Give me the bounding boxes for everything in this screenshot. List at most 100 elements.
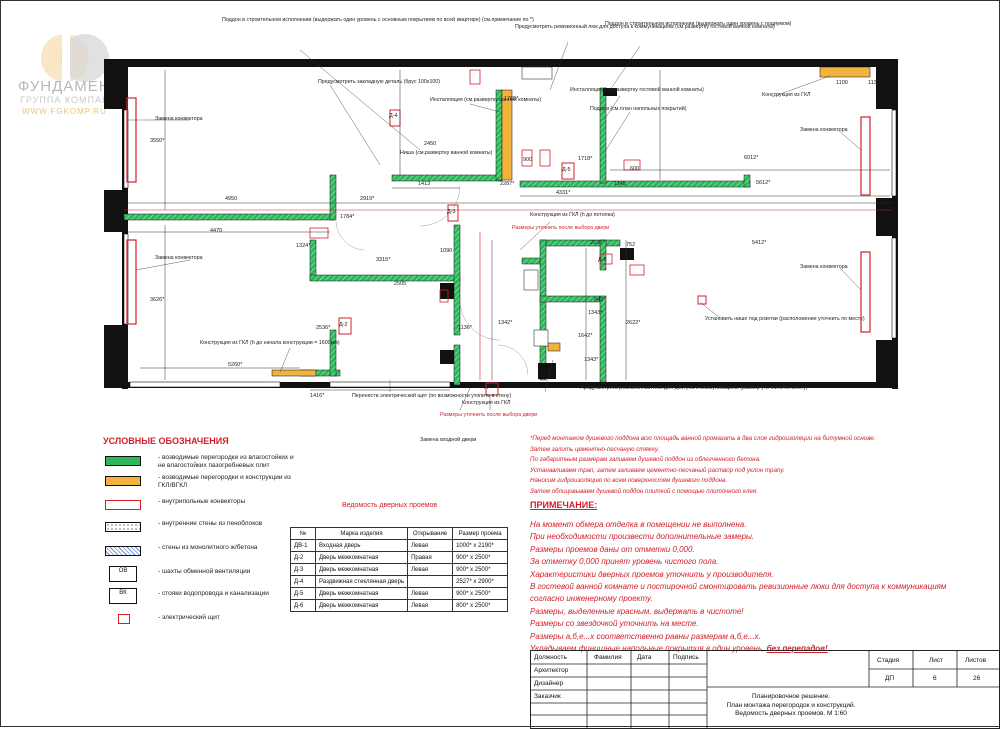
legend-item: - возводимые перегородки из влагостойких…: [100, 454, 300, 470]
legend-text: - внутрипольные конвекторы: [158, 498, 246, 505]
dim-label: 1784*: [340, 214, 355, 220]
table-cell: 800* х 2500*: [452, 599, 509, 612]
door-tag: Д-4: [389, 113, 398, 119]
plan-callout-12: Замена конвектора: [800, 264, 848, 270]
dim-label: 1642*: [578, 333, 593, 339]
plan-callout-11: Замена конвектора: [155, 255, 203, 261]
legend-swatch-water-risers: ВК: [109, 588, 137, 604]
legend-swatch-foam-block: [105, 522, 141, 532]
legend-text: - внутренние стены из пеноблоков: [158, 520, 263, 527]
table-cell: Д-2: [290, 551, 316, 564]
table-cell: Левая: [407, 539, 454, 552]
door-table-title: Ведомость дверных проемов: [342, 502, 438, 509]
note-line: Размеры, выделенные красным, выдержать в…: [530, 606, 744, 616]
convectors: [126, 97, 871, 333]
plan-callout-13: Ниша (см.развертку ванной комнаты): [400, 150, 493, 156]
dim-label: 6012*: [744, 155, 759, 161]
stamp-sheets: 26: [973, 675, 981, 682]
legend-swatch-gkl: [105, 476, 141, 486]
table-cell: Правая: [407, 551, 454, 564]
dim-label: 2450: [424, 141, 437, 147]
plan-callout-4: Предусмотреть закладную деталь (брус 100…: [318, 79, 441, 85]
table-header: Марка изделия: [314, 527, 409, 540]
plan-callout-3: Поддон в строительном исполнении (выдерж…: [605, 21, 792, 27]
table-cell: Дверь межкомнатная: [314, 599, 409, 612]
note-line: согласно инженерному проекту.: [530, 594, 653, 604]
plan-callout-19: Размеры уточнить после выбора двери: [440, 412, 538, 418]
legend-swatch-electrical-panel: [118, 614, 130, 624]
stamp-sheet-header: Лист: [929, 657, 944, 664]
stamp-title-line: План монтажа перегородок и конструкций.: [726, 701, 856, 709]
dim-label: 1343*: [584, 357, 599, 363]
table-header: Открывание: [407, 527, 454, 540]
plan-callout-20: Предусмотреть ревизионный люк для доступ…: [580, 385, 808, 391]
stamp-sheet: 6: [933, 675, 937, 682]
dim-label: 2505: [394, 281, 407, 287]
legend-text: - шахты обменной вентиляции: [158, 568, 251, 575]
dim-label: 1343*: [588, 310, 603, 316]
table-cell: Дверь межкомнатная: [314, 587, 409, 600]
stamp-title-line: Планировочное решение.: [751, 693, 831, 700]
note-line-text: Укладываем финишные напольные покрытия в…: [530, 644, 765, 654]
table-cell: Дверь межкомнатная: [314, 551, 409, 564]
logo-group-name: ГРУППА КОМПАНИЙ: [20, 95, 125, 105]
dim-label: 752: [626, 242, 636, 248]
dim-label: 1145: [614, 181, 626, 187]
note-line: За отметку 0,000 принят уровень чистого …: [530, 557, 719, 567]
table-cell: 900* х 2500*: [452, 587, 509, 600]
gkl-constructions: [271, 66, 871, 377]
note-line: В гостевой ванной комнате и постирочной …: [530, 582, 947, 592]
note-line: Устанавливаем трап, затем заливаем цемен…: [530, 466, 785, 474]
stamp-stage: ДП: [885, 675, 895, 682]
dim-label: 5260*: [228, 362, 243, 368]
legend-title: УСЛОВНЫЕ ОБОЗНАЧЕНИЯ: [103, 436, 229, 446]
legend-swatch-partition: [105, 456, 141, 466]
logo-site: WWW.FGKOMP.RU: [22, 107, 107, 116]
table-cell: Д-3: [290, 563, 316, 576]
plan-callout-8: Конструкция из ГКЛ: [762, 92, 811, 98]
dim-label: 5612*: [756, 180, 771, 186]
legend-text: - возводимые перегородки и конструкции и…: [158, 474, 291, 489]
door-tag: Д-2: [339, 322, 348, 328]
company-logo: [41, 34, 109, 82]
legend-item: - возводимые перегородки и конструкции и…: [100, 474, 300, 490]
legend-text: - электрический щит: [158, 614, 220, 621]
plan-callout-16: Конструкция из ГКЛ (h до начала конструк…: [200, 340, 340, 346]
note-line: На момент обмера отделка в помещении не …: [530, 520, 747, 529]
dim-label: 2536*: [316, 325, 331, 331]
stamp-header: Фамилия: [594, 654, 622, 661]
exterior-walls: [104, 59, 898, 389]
stamp-sheets-header: Листов: [965, 657, 987, 664]
plan-callout-21: Установить нише под розетки (расположени…: [705, 316, 865, 322]
table-cell: Д-5: [290, 587, 316, 600]
notes-title: ПРИМЕЧАНИЕ:: [530, 500, 598, 510]
table-cell: Д-4: [290, 575, 316, 588]
dim-label: 1090: [440, 248, 453, 254]
shower-tray-notes: *Перед монтажом душевого поддона всю пло…: [530, 434, 970, 497]
dim-label: 5412*: [752, 240, 767, 246]
stamp-role: Заказчик: [534, 693, 561, 700]
dim-label: 1413: [418, 181, 431, 187]
table-header-row: № Марка изделия Открывание Размер проема: [290, 527, 509, 540]
table-row: Д-5 Дверь межкомнатная Левая 900* х 2500…: [290, 587, 509, 600]
note-line: Укладываем финишные напольные покрытия в…: [530, 643, 995, 655]
table-row: Д-2 Дверь межкомнатная Правая 900* х 250…: [290, 551, 509, 564]
note-line: Затем залить цементно-песчаную стяжку.: [530, 445, 660, 453]
dim-label: 900: [523, 157, 533, 163]
plan-callout-18: Конструкция из ГКЛ: [462, 400, 511, 406]
dim-label: 1416*: [310, 393, 325, 399]
dim-label: 943*: [594, 297, 606, 303]
dim-label: 1718*: [578, 156, 593, 162]
title-block: Должность Фамилия Дата Подпись Архитекто…: [530, 650, 1000, 729]
dim-label: 2535*: [590, 240, 605, 246]
partitions: [123, 87, 751, 386]
note-line: Размеры проемов даны от отметки 0,000.: [530, 544, 695, 554]
legend-swatch-convector: [105, 500, 141, 510]
table-header: №: [290, 527, 316, 540]
table-row: Д-6 Дверь межкомнатная Левая 800* х 2500…: [290, 599, 509, 612]
title-block-grid: [531, 651, 999, 728]
dim-label: 1136*: [458, 325, 472, 331]
table-cell: 2527* х 2900*: [452, 575, 509, 588]
table-cell: Раздвижная стеклянная дверь: [314, 575, 409, 588]
note-line: При необходимости произвести дополнитель…: [530, 532, 755, 542]
